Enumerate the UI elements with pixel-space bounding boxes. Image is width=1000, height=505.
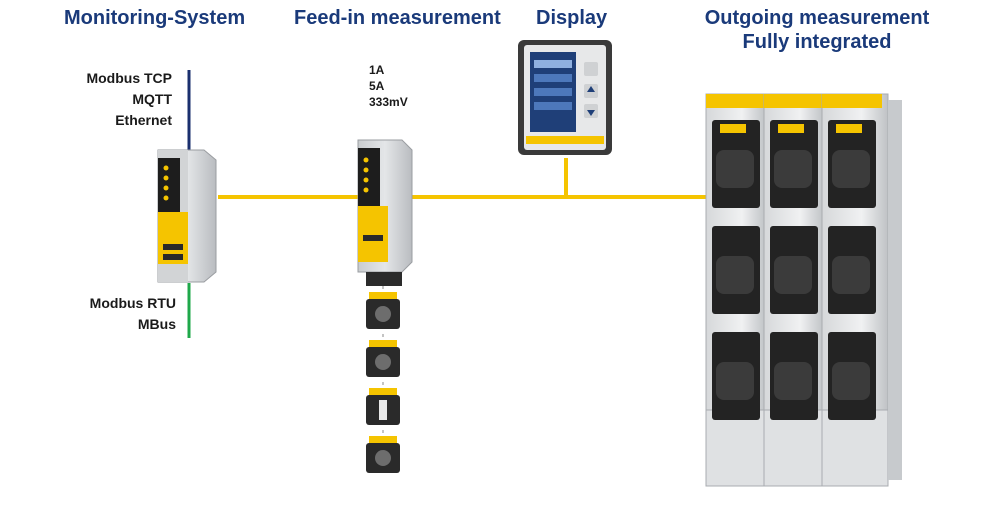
monitoring-top-protocols: Modbus TCP MQTT Ethernet xyxy=(40,68,172,131)
monitoring-bottom-protocols: Modbus RTU MBus xyxy=(40,293,176,335)
fuse-strip xyxy=(763,93,825,487)
display-unit xyxy=(518,40,612,155)
feed-in-module xyxy=(357,139,413,286)
fuse-strip xyxy=(705,93,767,487)
feed-in-measurement-heading: Feed-in measurement xyxy=(294,7,501,29)
protocol-label: MBus xyxy=(137,316,176,332)
fuse-strip xyxy=(821,93,902,487)
input-rating: 333mV xyxy=(369,95,408,109)
fuse-strip-assembly xyxy=(705,93,902,487)
outgoing-measurement-heading: Outgoing measurement Fully integrated xyxy=(692,6,942,54)
display-heading: Display xyxy=(536,7,608,29)
input-rating: 1A xyxy=(369,63,385,77)
current-transformer xyxy=(366,292,400,329)
monitoring-system-heading: Monitoring-System xyxy=(64,7,246,29)
current-transformer xyxy=(366,388,400,425)
input-rating: 5A xyxy=(369,79,385,93)
feed-in-input-ratings: 1A 5A 333mV xyxy=(369,62,408,110)
protocol-label: Modbus RTU xyxy=(89,295,176,311)
monitoring-module xyxy=(157,149,217,283)
current-transformer xyxy=(366,340,400,377)
current-transformer xyxy=(366,436,400,473)
protocol-label: Ethernet xyxy=(115,112,172,128)
current-transformers xyxy=(366,286,400,473)
outgoing-heading-line2: Fully integrated xyxy=(742,31,892,53)
protocol-label: MQTT xyxy=(132,91,172,107)
outgoing-heading-line1: Outgoing measurement xyxy=(704,7,930,29)
protocol-label: Modbus TCP xyxy=(86,70,172,86)
